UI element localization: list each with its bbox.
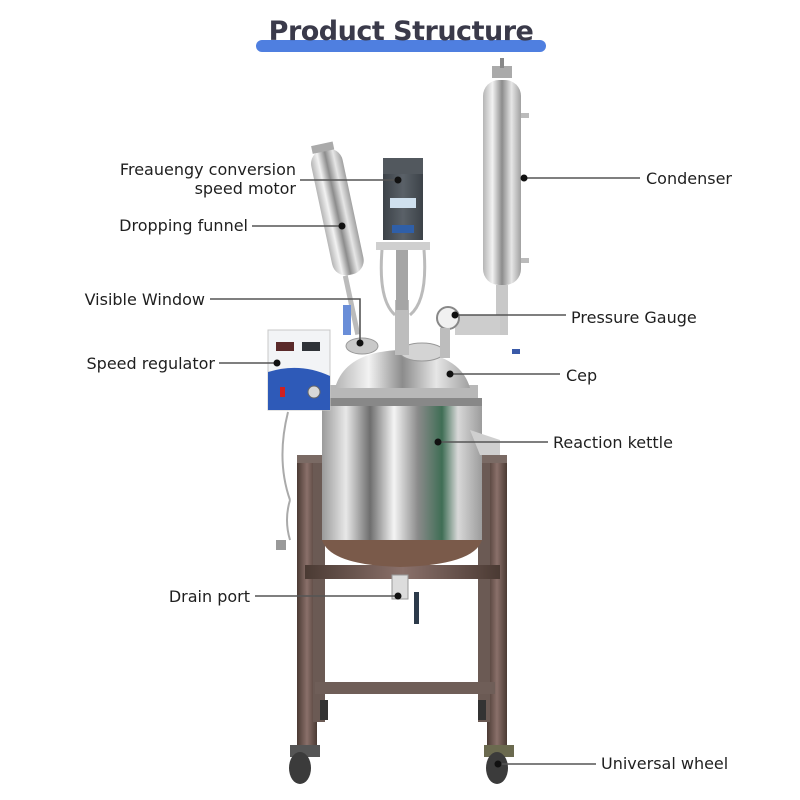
page-title: Product Structure: [268, 16, 534, 47]
label-motor-line1: Freauengy conversion: [119, 160, 296, 179]
label-condenser: Condenser: [646, 169, 732, 188]
leader-visible-window: [210, 298, 364, 347]
label-motor-line2: speed motor: [194, 179, 296, 198]
title-block: Product Structure: [256, 14, 546, 56]
label-visible-window: Visible Window: [84, 290, 205, 309]
lid-fittings: [345, 300, 445, 362]
kettle-body: [322, 350, 500, 567]
label-drain-port: Drain port: [168, 587, 250, 606]
leader-universal-wheel: [494, 760, 596, 768]
wheels: [289, 700, 514, 784]
drain-valve: [391, 574, 419, 624]
label-cep: Cep: [566, 366, 598, 385]
label-pressure-gauge: Pressure Gauge: [571, 308, 697, 327]
label-motor: Freauengy conversion speed motor: [88, 160, 296, 198]
stirrer-bracket: [376, 242, 430, 317]
leader-speed-regulator: [219, 359, 281, 367]
leader-cep: [446, 370, 560, 378]
label-dropping-funnel: Dropping funnel: [119, 216, 248, 235]
leader-reaction-kettle: [434, 438, 548, 446]
speed-regulator-box: [267, 329, 331, 550]
leader-pressure-gauge: [451, 311, 566, 319]
leader-dropping-funnel: [252, 222, 346, 230]
motor: [383, 158, 423, 240]
leader-drain-port: [255, 592, 402, 600]
leader-condenser: [520, 174, 640, 182]
label-speed-regulator: Speed regulator: [86, 354, 216, 373]
leader-motor: [300, 176, 402, 184]
title-underline-bar: [256, 40, 546, 52]
label-universal-wheel: Universal wheel: [601, 754, 729, 773]
label-reaction-kettle: Reaction kettle: [553, 433, 673, 452]
sight-glass: [343, 305, 351, 335]
